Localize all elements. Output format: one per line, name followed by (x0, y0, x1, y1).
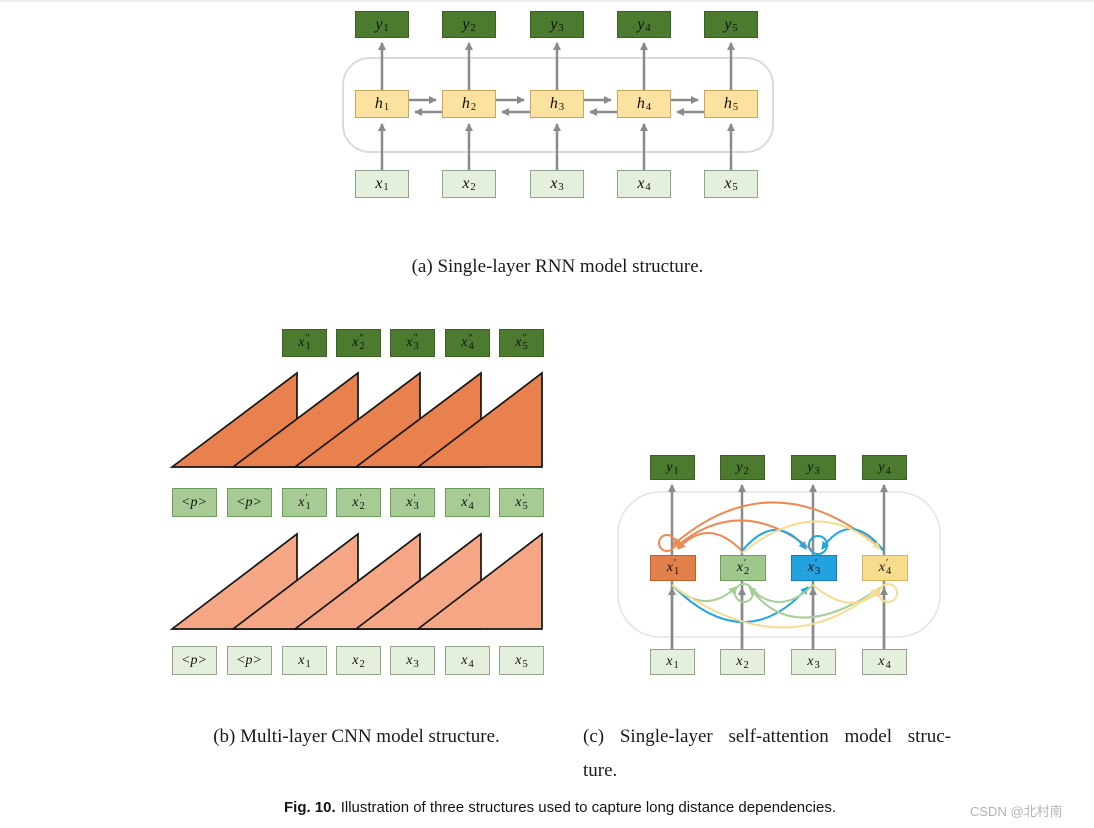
cnn-mid-pad1-box: <p> (172, 488, 217, 517)
cnn-lower-triangles (169, 532, 543, 630)
caption-a: (a) Single-layer RNN model structure. (411, 256, 704, 277)
attention-green-arcs (671, 583, 885, 619)
att-hidden-x1-box: x′1 (650, 555, 696, 581)
page-top-divider (0, 0, 1094, 2)
caption-b: (b) Multi-layer CNN model structure. (213, 726, 500, 747)
cnn-mid-x2-box: x′2 (336, 488, 381, 517)
cnn-mid-x5-box: x′5 (499, 488, 544, 517)
cnn-top-x2-box: x″2 (336, 329, 381, 357)
attention-orange-arcs (658, 501, 885, 552)
att-hidden-x3-box: x′3 (791, 555, 837, 581)
caption-c-line1: (c) Single-layer self-attention model st… (583, 726, 951, 747)
cnn-mid-x3-box: x′3 (390, 488, 435, 517)
cnn-upper-triangles (169, 371, 543, 468)
rnn-arrows (378, 42, 735, 170)
cnn-bottom-pad1-box: <p> (172, 646, 217, 675)
att-hidden-x2-box: x′2 (720, 555, 766, 581)
cnn-top-x4-box: x″4 (445, 329, 490, 357)
attention-layer-rounded-rect (617, 491, 941, 638)
cnn-bottom-pad2-box: <p> (227, 646, 272, 675)
cnn-top-x1-box: x″1 (282, 329, 327, 357)
figure-caption-label: Fig. 10. (284, 799, 336, 816)
cnn-mid-x1-box: x′1 (282, 488, 327, 517)
figure-caption-text: Illustration of three structures used to… (340, 799, 836, 816)
attention-vertical-arrows (668, 484, 888, 649)
csdn-watermark: CSDN @北村南 (970, 804, 1063, 819)
figure-caption: Fig. 10.Illustration of three structures… (13, 799, 1094, 816)
cnn-mid-x4-box: x′4 (445, 488, 490, 517)
attention-yellow-arcs (671, 520, 898, 629)
att-hidden-x4-box: x′4 (862, 555, 908, 581)
cnn-mid-pad2-box: <p> (227, 488, 272, 517)
cnn-top-x5-box: x″5 (499, 329, 544, 357)
caption-c-line2: ture. (583, 760, 618, 781)
cnn-top-x3-box: x″3 (390, 329, 435, 357)
